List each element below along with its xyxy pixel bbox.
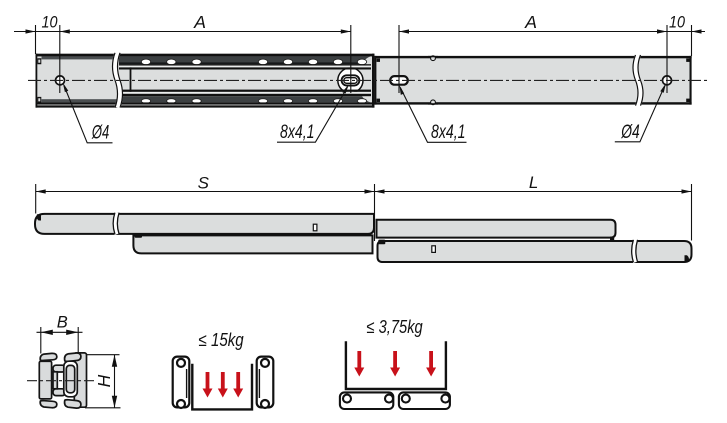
svg-text:≤ 15kg: ≤ 15kg [199, 330, 244, 350]
svg-text:H: H [94, 374, 114, 387]
svg-text:A: A [193, 12, 206, 32]
svg-text:B: B [57, 313, 68, 331]
svg-text:Ø4: Ø4 [91, 122, 109, 143]
svg-text:8x4,1: 8x4,1 [280, 122, 315, 143]
svg-text:Ø4: Ø4 [620, 122, 639, 143]
svg-text:L: L [529, 173, 538, 192]
svg-text:A: A [524, 12, 537, 32]
svg-text:10: 10 [42, 14, 59, 32]
svg-text:S: S [198, 173, 210, 192]
svg-text:≤ 3,75kg: ≤ 3,75kg [367, 317, 423, 337]
svg-text:8x4,1: 8x4,1 [431, 122, 466, 143]
svg-text:10: 10 [669, 14, 686, 32]
